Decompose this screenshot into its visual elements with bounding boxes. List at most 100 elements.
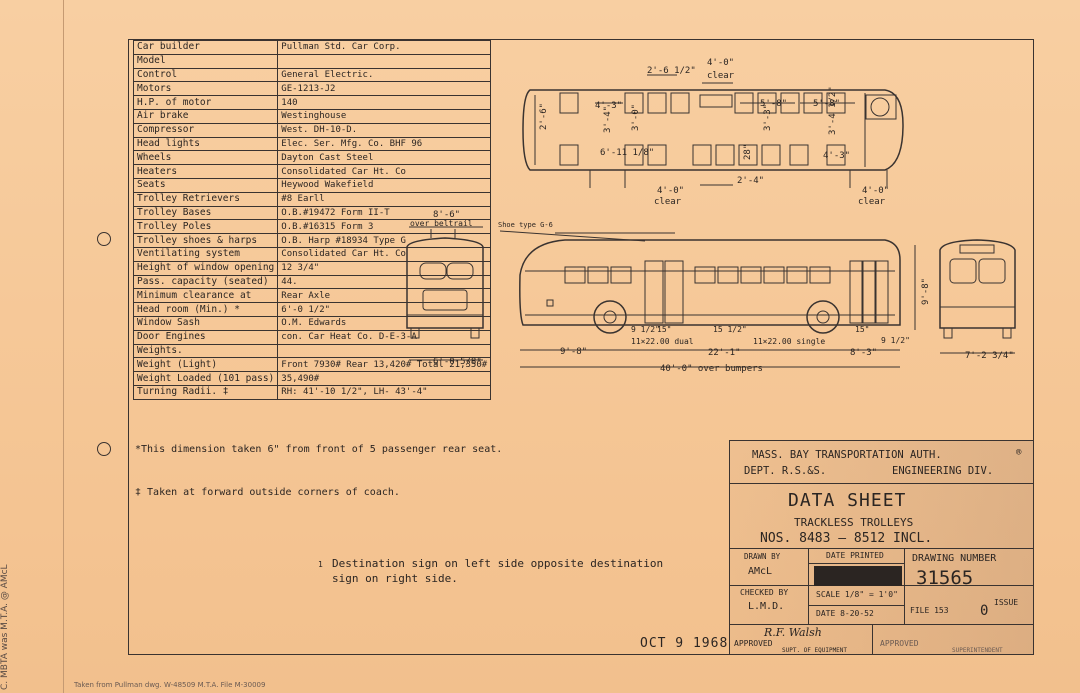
note-asterisk: *This dimension taken 6" from front of 5… [135, 444, 503, 455]
spec-label: Weights. [132, 343, 279, 359]
drawing-border [128, 39, 1034, 655]
sheet-subtitle: TRACKLESS TROLLEYS [794, 516, 914, 529]
issue-number: 0 [980, 603, 989, 619]
spec-label: Seats [132, 177, 279, 193]
date-printed-redaction [814, 566, 902, 586]
front-view [939, 239, 1016, 354]
spec-label: H.P. of motor [132, 95, 279, 110]
note-circle-number: 1 [318, 560, 323, 569]
rear-view [406, 226, 484, 361]
dim-3-0: 3'-0" [631, 104, 641, 131]
spec-row: Model [132, 53, 492, 69]
dim-15b: 15" [855, 325, 869, 334]
dim-4-0-left: 4'-0" [657, 186, 684, 196]
dim-28: 28" [743, 144, 753, 160]
dim-3-3: 3'-3" [763, 104, 773, 131]
dim-9-half: 9 1/2" [631, 325, 660, 334]
spec-label: Compressor [132, 122, 279, 138]
drawing-date: DATE 8-20-52 [816, 609, 874, 618]
tire-single: 11×22.00 single [753, 337, 825, 346]
department: DEPT. R.S.&S. [744, 465, 827, 477]
dim-15: 15" [657, 325, 671, 334]
dim-4-0-right: 4'-0" [862, 186, 889, 196]
margin-annotation: C. MBTA was M.T.A. @ AMcL [0, 564, 10, 690]
tire-dual: 11×22.00 dual [631, 337, 694, 346]
dim-clear-left: clear [654, 197, 682, 207]
dim-40-0: 40'-0" over bumpers [660, 364, 763, 374]
dim-7-2: 7'-2 3/4" [965, 351, 1014, 361]
dim-8-3: 8'-3" [850, 348, 877, 358]
scale: SCALE 1/8" = 1'0" [816, 590, 898, 599]
dim-4-3b: 4'-3" [823, 151, 850, 161]
dim-3-4: 3'-4" [603, 106, 613, 133]
trolley-drawings: 2'-6 1/2" 4'-0" clear 4'-3" 5'-8" 5'-8" … [406, 58, 1016, 374]
dim-over-beltrail: over beltrail [410, 219, 473, 228]
drawn-by: AMcL [748, 566, 773, 577]
drawing-number-label: DRAWING NUMBER [912, 553, 997, 564]
dim-9-half-b: 9 1/2" [881, 336, 910, 345]
note-destination-line2: sign on right side. [332, 572, 458, 585]
dim-2-4: 2'-4" [737, 176, 764, 186]
spec-row: Turning Radii. ‡RH: 41'-10 1/2", LH- 43'… [132, 384, 492, 400]
spec-label: Trolley Poles [132, 219, 279, 235]
division: ENGINEERING DIV. [892, 465, 994, 477]
dim-4-3: 4'-3" [595, 101, 622, 111]
dim-9-8-side: 9'-8" [560, 347, 587, 357]
spec-label: Height of window opening [132, 260, 279, 276]
spec-label: Air brake [132, 108, 279, 124]
dim-3-4-half: 3'-4 1/2" [828, 86, 838, 135]
note-destination-line1: Destination sign on left side opposite d… [332, 557, 664, 570]
sheet-title: DATA SHEET [788, 490, 907, 511]
dim-8-6: 8'-6" [433, 210, 460, 220]
spec-label: Motors [132, 81, 279, 97]
dim-5-8a: 5'-8" [760, 99, 787, 109]
plan-view [522, 74, 904, 188]
spec-label: Weight Loaded (101 pass) [132, 371, 279, 386]
spec-label: Heaters [132, 164, 279, 179]
dim-5-8b: 5'-8" [813, 99, 840, 109]
dim-9-8: 9'-8" [921, 278, 931, 305]
spec-label: Control [132, 67, 279, 83]
spec-label: Pass. capacity (seated) [132, 274, 279, 290]
dim-6-0: 6'-0 5/8" [433, 357, 482, 367]
vehicle-numbers: NOS. 8483 – 8512 INCL. [760, 531, 933, 546]
spec-label: Minimum clearance at [132, 288, 279, 304]
spec-row: Head room (Min.) *6'-0 1/2" [132, 302, 492, 317]
dim-clear-right: clear [858, 197, 886, 207]
spec-label: Turning Radii. ‡ [132, 384, 279, 400]
approval-signature: R.F. Walsh [764, 626, 822, 639]
registered-mark: ® [1016, 448, 1022, 458]
checked-by-label: CHECKED BY [740, 588, 789, 597]
shoe-type-note: Shoe type G-6 [498, 221, 553, 229]
file-number: FILE 153 [910, 606, 949, 615]
approved2-label: APPROVED [880, 639, 919, 648]
spec-value: RH: 41'-10 1/2", LH- 43'-4" [277, 384, 492, 400]
dim-22-1: 22'-1" [708, 348, 741, 358]
note-dagger: ‡ Taken at forward outside corners of co… [135, 487, 400, 498]
spec-label: Weight (Light) [132, 357, 279, 373]
spec-label: Car builder [132, 40, 279, 55]
spec-label: Ventilating system [132, 246, 279, 262]
received-date-stamp: OCT 9 1968 [640, 636, 729, 651]
spec-row: Trolley Retrievers#8 Earll [132, 191, 492, 207]
approved-label: APPROVED [734, 639, 773, 648]
title-block: MASS. BAY TRANSPORTATION AUTH. ® DEPT. R… [729, 440, 1034, 655]
spec-label: Window Sash [132, 315, 279, 331]
dim-2-6-half: 2'-6 1/2" [647, 66, 696, 76]
date-printed-label: DATE PRINTED [826, 551, 884, 560]
approved-title: SUPT. OF EQUIPMENT [782, 647, 848, 654]
spec-label: Model [132, 53, 279, 69]
punch-hole-upper [97, 232, 111, 246]
spec-label: Head lights [132, 136, 279, 152]
binding-line [63, 0, 64, 693]
